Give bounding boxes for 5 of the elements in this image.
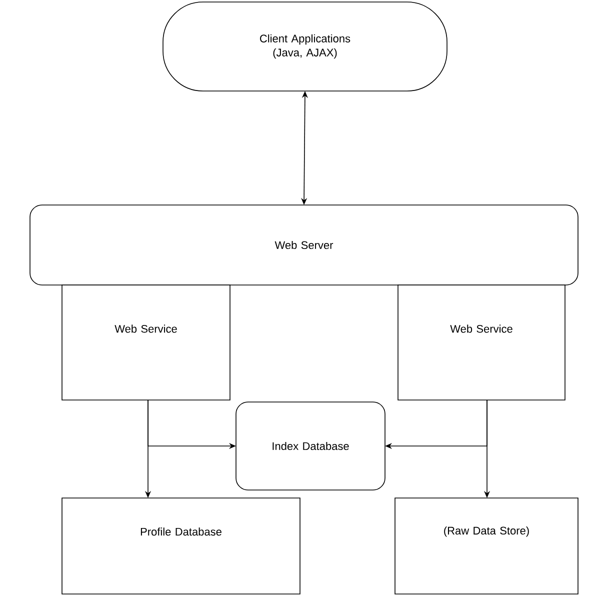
- service-box: Web Service: [398, 284, 566, 400]
- database-box: (Raw Data Store): [394, 498, 578, 594]
- service-box: Web Service: [62, 284, 230, 400]
- database-box: Profile Database: [62, 498, 300, 594]
- database-box: Index Database: [236, 402, 386, 490]
